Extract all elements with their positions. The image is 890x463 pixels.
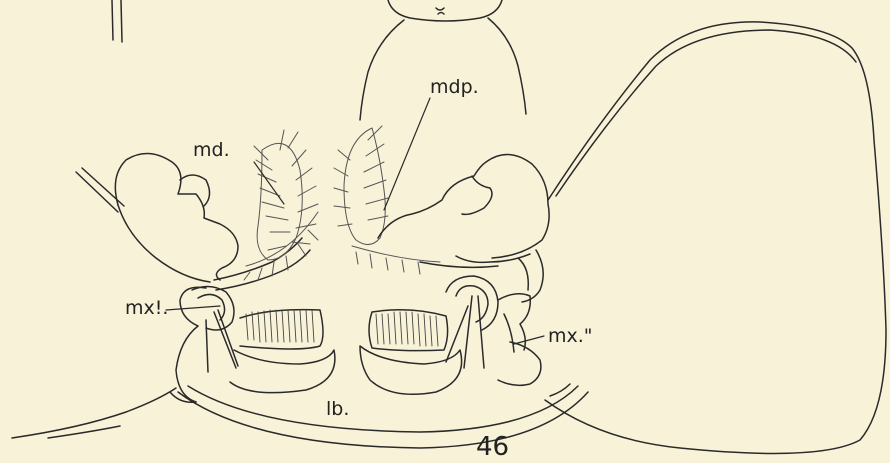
right-mandibular-palp xyxy=(334,126,440,274)
label-mdp: mdp. xyxy=(430,78,479,97)
right-maxilla xyxy=(446,250,543,385)
figure-number: 46 xyxy=(476,434,509,460)
label-lb: lb. xyxy=(326,400,349,419)
top-left-strokes xyxy=(112,0,122,42)
left-mandibular-palp xyxy=(244,130,318,280)
right-lacinia xyxy=(360,310,462,395)
left-lacinia xyxy=(230,310,335,393)
lower-left-outline xyxy=(12,388,176,438)
labium xyxy=(170,384,588,448)
anterior-segment xyxy=(360,0,526,120)
right-mandible xyxy=(378,154,549,267)
label-mx1: mx!. xyxy=(125,299,168,318)
left-mandible xyxy=(115,153,310,290)
left-maxilla-1 xyxy=(176,286,238,402)
label-mx2: mx." xyxy=(548,327,593,346)
right-body-lobe xyxy=(545,22,886,454)
label-md: md. xyxy=(193,141,230,160)
